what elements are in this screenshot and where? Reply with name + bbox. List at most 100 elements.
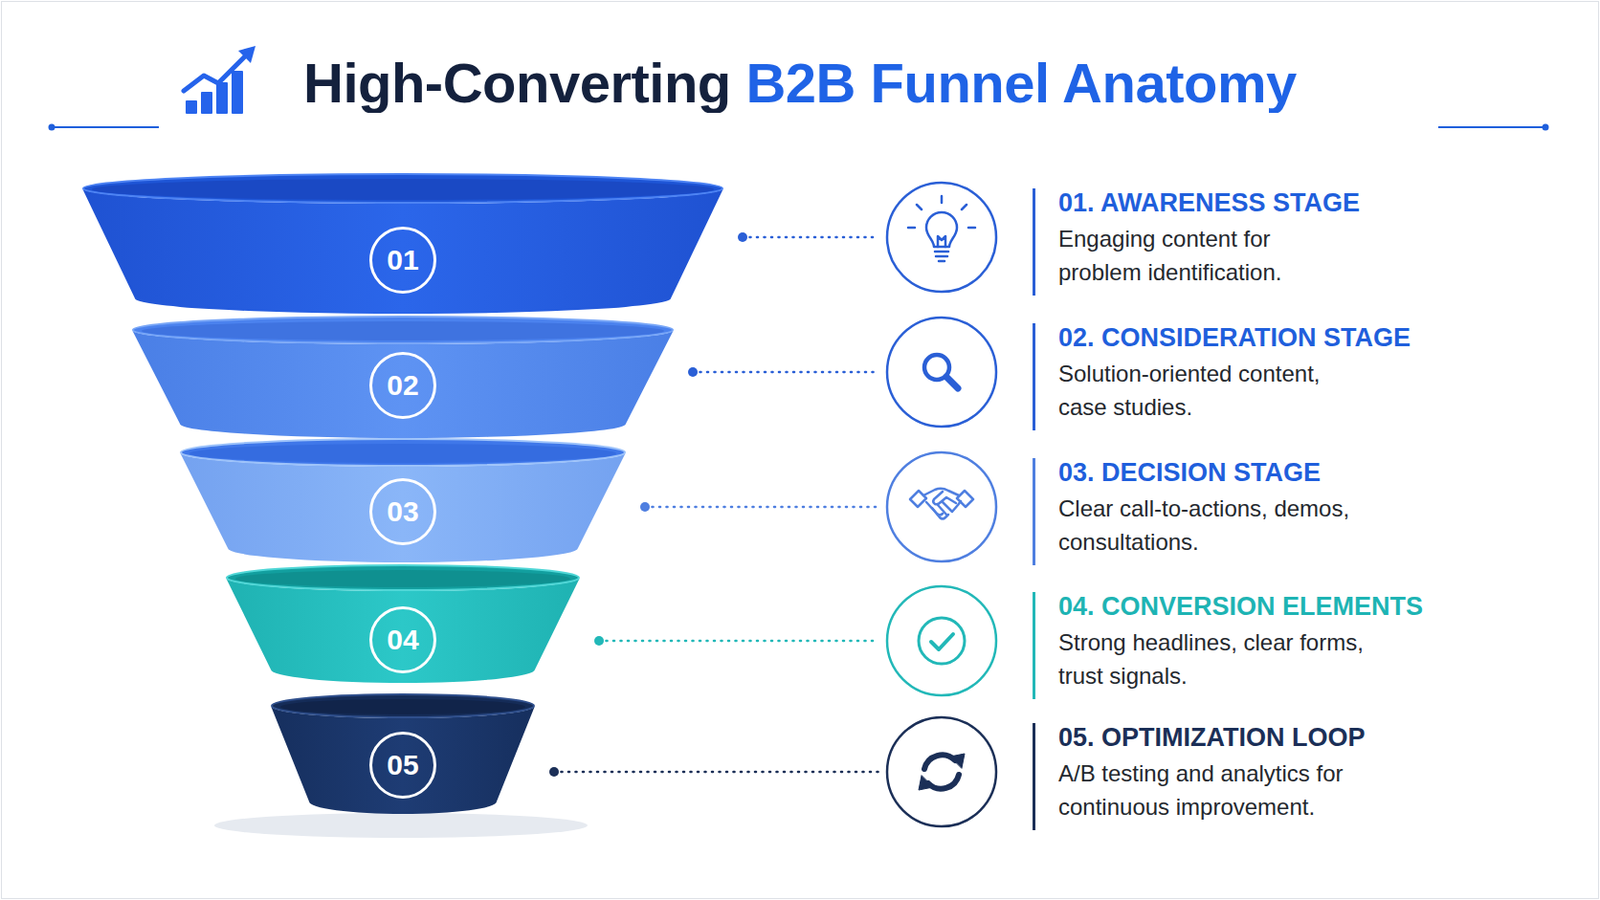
chart-bar	[200, 91, 213, 114]
stage-block: 02. CONSIDERATION STAGESolution-oriented…	[886, 312, 1556, 432]
bulb-filament	[937, 236, 946, 247]
icon-circle	[887, 717, 997, 827]
stage-block: 05. OPTIMIZATION LOOPA/B testing and ana…	[886, 712, 1556, 832]
icon-circle	[887, 452, 997, 562]
funnel-band: 04	[225, 564, 580, 684]
stage-heading: 04. CONVERSION ELEMENTS	[1058, 590, 1423, 623]
stage-block: 01. AWARENESS STAGEEngaging content for …	[886, 177, 1556, 297]
band-opening	[91, 178, 714, 200]
band-body	[179, 452, 626, 563]
stage-description: Engaging content for problem identificat…	[1058, 222, 1346, 289]
stage-heading: 03. DECISION STAGE	[1058, 456, 1375, 489]
rule-line	[51, 126, 159, 129]
band-rim	[226, 565, 579, 591]
magnifier-icon	[924, 355, 958, 389]
chart-bar	[216, 82, 228, 114]
connector-dot	[549, 767, 559, 778]
stage-text: 03. DECISION STAGEClear call-to-actions,…	[1058, 447, 1375, 567]
stage-text: 02. CONSIDERATION STAGESolution-oriented…	[1058, 312, 1411, 432]
funnel-band: 01	[82, 173, 724, 314]
stage-number: 01	[369, 226, 437, 294]
connector-dot	[688, 367, 698, 378]
check-icon	[918, 618, 965, 665]
refresh-icon	[918, 754, 965, 791]
stage-description: Solution-oriented content, case studies.	[1058, 356, 1346, 424]
icon-circle	[887, 317, 997, 427]
band-opening	[189, 444, 617, 464]
dotted-connector	[644, 506, 879, 510]
funnel-band: 05	[270, 693, 535, 815]
stage-number: 05	[369, 732, 437, 800]
stage-number: 02	[369, 352, 437, 420]
divider-line	[1032, 592, 1036, 700]
check-mark	[931, 634, 954, 650]
title-rule-left	[48, 124, 160, 132]
icon-circles	[887, 182, 997, 827]
dotted-connector	[742, 236, 879, 240]
connector-dot	[594, 636, 604, 646]
dotted-connector	[599, 640, 879, 644]
handshake-icon	[910, 488, 974, 520]
connector-dot	[640, 502, 650, 512]
band-rim	[180, 439, 625, 467]
bulb-base	[934, 251, 949, 262]
stage-block: 03. DECISION STAGEClear call-to-actions,…	[886, 447, 1556, 567]
band-opening	[280, 699, 526, 715]
icon-circle	[887, 182, 997, 292]
finger	[937, 505, 947, 515]
chart-arrow	[183, 56, 245, 91]
band-body	[132, 330, 674, 439]
band-body	[225, 577, 580, 684]
funnel-shadow	[214, 813, 588, 839]
chart-arrowhead	[238, 45, 256, 64]
stage-number: 03	[369, 478, 437, 546]
stage-heading: 05. OPTIMIZATION LOOP	[1058, 721, 1375, 755]
divider-line	[1032, 323, 1036, 431]
check-ring	[918, 618, 965, 665]
sleeve	[910, 490, 927, 508]
divider-line	[1032, 188, 1036, 296]
stage-heading: 02. CONSIDERATION STAGE	[1058, 321, 1411, 355]
thumb	[933, 491, 956, 505]
stage-heading: 01. AWARENESS STAGE	[1058, 186, 1360, 220]
band-rim	[133, 316, 673, 344]
band-body	[270, 706, 535, 815]
dotted-connector	[554, 771, 879, 775]
stage-block: 04. CONVERSION ELEMENTSStrong headlines,…	[886, 581, 1556, 701]
bulb-rays	[908, 196, 976, 228]
refresh-head	[950, 754, 965, 769]
stage-text: 01. AWARENESS STAGEEngaging content for …	[1058, 177, 1360, 297]
divider-line	[1032, 458, 1036, 566]
bulb-glass	[926, 212, 957, 247]
funnel-band: 03	[179, 438, 626, 563]
connector-dot	[737, 232, 748, 243]
title-rule-right	[1438, 124, 1550, 132]
funnel-band: 02	[132, 315, 674, 439]
rule-dot	[1542, 124, 1550, 132]
rule-line	[1438, 126, 1546, 129]
stage-description: Clear call-to-actions, demos, consultati…	[1058, 491, 1375, 559]
divider-line	[1032, 723, 1036, 831]
stage-text: 04. CONVERSION ELEMENTSStrong headlines,…	[1058, 581, 1423, 701]
diagram-title: High-Converting B2B Funnel Anatomy	[303, 54, 1297, 113]
chart-bar	[231, 70, 244, 114]
stage-description: A/B testing and analytics for continuous…	[1058, 756, 1375, 824]
refresh-head	[918, 776, 934, 791]
icon-circle	[887, 586, 997, 696]
stage-description: Strong headlines, clear forms, trust sig…	[1058, 625, 1375, 693]
band-rim	[83, 174, 723, 203]
stage-text: 05. OPTIMIZATION LOOPA/B testing and ana…	[1058, 712, 1375, 832]
band-body	[82, 188, 724, 314]
stage-number: 04	[369, 606, 437, 674]
growth-chart-icon	[183, 45, 256, 114]
band-opening	[235, 570, 571, 588]
chart-bar	[185, 100, 198, 114]
magnifier-handle	[946, 377, 958, 389]
dotted-connector	[692, 371, 879, 375]
lightbulb-icon	[908, 196, 976, 262]
band-rim	[271, 694, 534, 718]
finger	[942, 501, 961, 512]
band-opening	[141, 321, 665, 341]
